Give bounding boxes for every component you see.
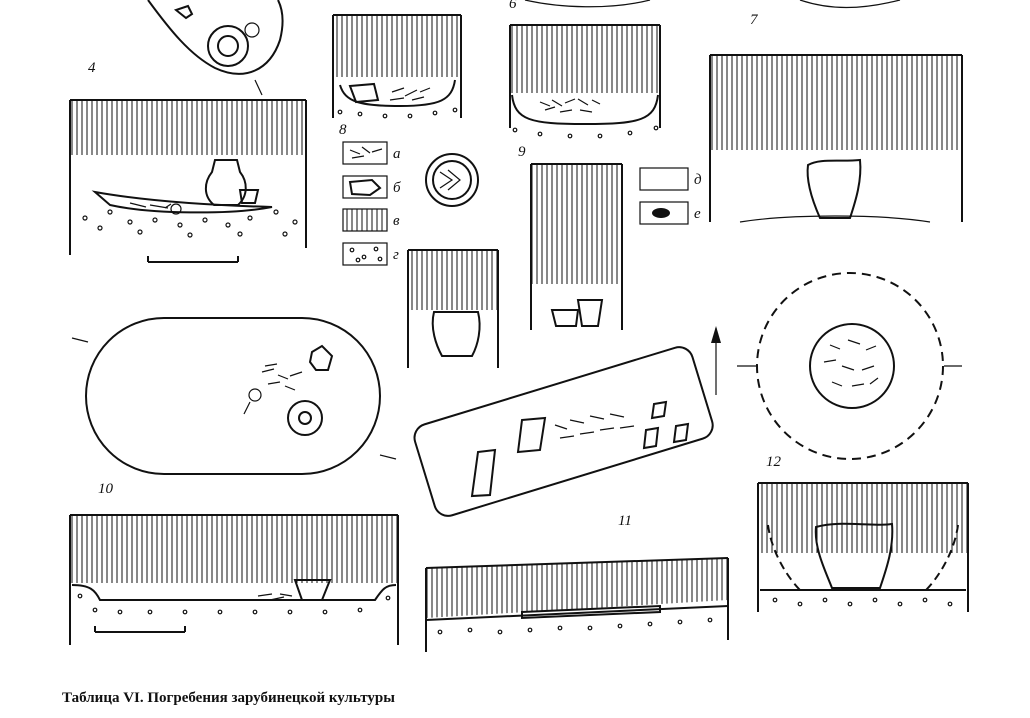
- fig7-section: 7: [709, 0, 963, 223]
- round-object: [425, 153, 479, 207]
- fig-small-section: [407, 249, 499, 368]
- fig3-plan-fragment: [147, 0, 284, 96]
- fig5-section: [332, 14, 462, 119]
- fig6-section: 6: [509, 0, 661, 139]
- figure-number-9: 9: [518, 144, 526, 160]
- fig12-plan: [737, 272, 962, 460]
- fig9-section: 9: [518, 144, 623, 330]
- legend-label-a: а: [393, 146, 401, 162]
- figure-number-10: 10: [98, 481, 114, 497]
- plate-caption: Таблица VI. Погребения зарубинецкой куль…: [62, 690, 395, 706]
- legend-8: 8 а б в г: [339, 122, 401, 266]
- legend-label-g: г: [393, 247, 399, 263]
- fig12-section: 12: [757, 454, 969, 612]
- figure-number-8: 8: [339, 122, 347, 138]
- figure-number-7: 7: [750, 12, 759, 28]
- fig10-plan: [71, 317, 397, 475]
- figure-number-12: 12: [766, 454, 782, 470]
- legend-de: д е: [639, 167, 702, 225]
- legend-label-b: б: [393, 180, 401, 196]
- figure-number-11: 11: [618, 513, 632, 529]
- fig11-section: 11: [425, 513, 729, 652]
- legend-label-d: д: [694, 172, 702, 188]
- figure-number-6: 6: [509, 0, 517, 12]
- legend-label-e: е: [694, 206, 701, 222]
- fig11-plan: [413, 326, 721, 517]
- figure-number-4: 4: [88, 60, 96, 76]
- fig4-section: 4: [69, 60, 307, 263]
- legend-label-v: в: [393, 213, 400, 229]
- fig10-section: 10: [69, 481, 399, 645]
